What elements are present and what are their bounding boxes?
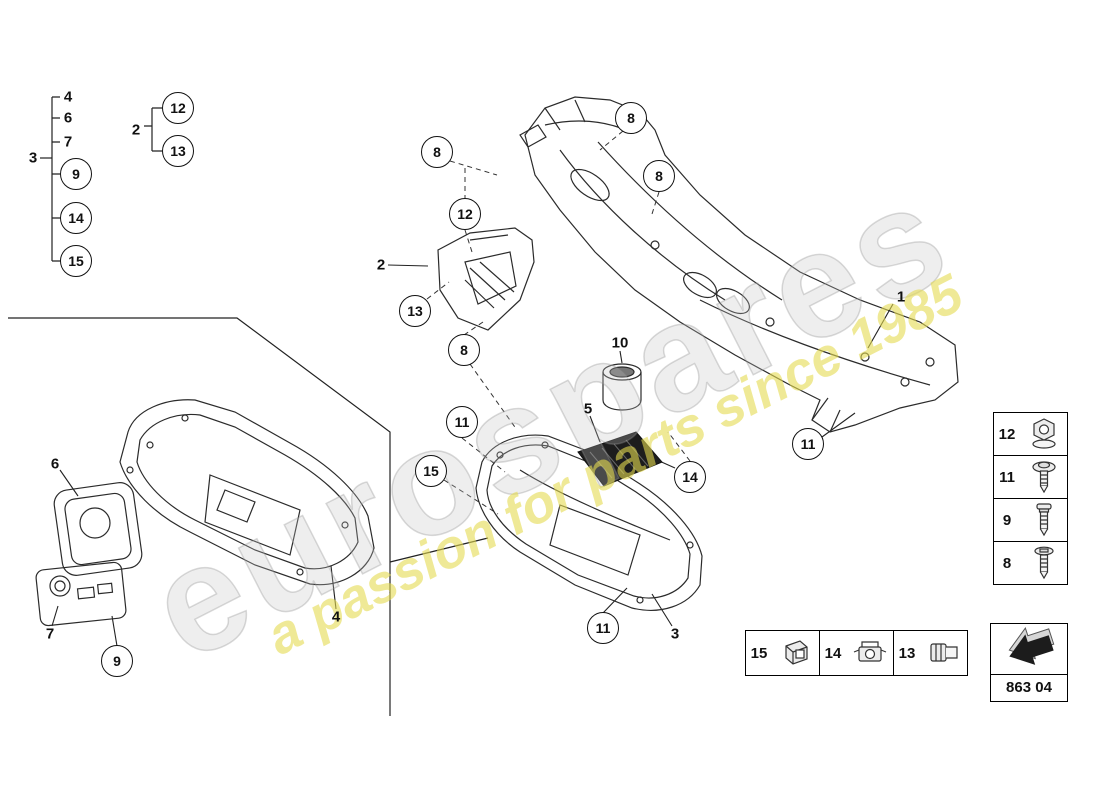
hardware-row-12[interactable]: 12 (994, 413, 1067, 455)
rivet-clip-icon (920, 636, 967, 670)
part-bracket (437, 227, 535, 331)
part-group-box[interactable]: 863 04 (990, 623, 1068, 702)
callout-9: 9 (60, 158, 92, 190)
callout-12: 12 (162, 92, 194, 124)
hardware-row-label: 11 (999, 468, 1015, 486)
part-console-tunnel-lower (475, 434, 703, 611)
fastener-cell-label: 15 (750, 644, 768, 662)
callout-12: 12 (449, 198, 481, 230)
part-switch-panel (35, 561, 127, 627)
callout-13: 13 (162, 135, 194, 167)
nut-icon (1020, 416, 1067, 452)
screw-icon (1020, 544, 1067, 582)
fastener-cell-14[interactable]: 14 (819, 631, 893, 675)
part-number-label-2: 2 (376, 256, 386, 274)
part-number-label-6: 6 (50, 455, 60, 473)
callout-8: 8 (448, 334, 480, 366)
part-number-label-3: 3 (670, 625, 680, 643)
part-number-label-1: 1 (896, 288, 906, 306)
callout-15: 15 (60, 245, 92, 277)
hardware-row-9[interactable]: 9 (994, 498, 1067, 541)
hardware-row-label: 8 (1002, 554, 1012, 572)
part-number-label-7: 7 (45, 625, 55, 643)
cage-nut-icon (846, 636, 893, 670)
part-number-label-4: 4 (331, 608, 341, 626)
part-tunnel-upper (519, 96, 959, 433)
hardware-row-8[interactable]: 8 (994, 541, 1067, 584)
callout-11: 11 (446, 406, 478, 438)
part-number-label-5: 5 (583, 400, 593, 418)
callout-14: 14 (60, 202, 92, 234)
callout-11: 11 (792, 428, 824, 460)
callout-8: 8 (421, 136, 453, 168)
screw-icon (1020, 501, 1067, 539)
callout-8: 8 (643, 160, 675, 192)
part-number-label-7: 7 (63, 133, 73, 151)
part-number-label-2: 2 (131, 121, 141, 139)
fastener-cell-label: 14 (824, 644, 842, 662)
part-rubber-mat (577, 431, 663, 487)
part-ashtray-insert (602, 363, 642, 411)
callout-14: 14 (674, 461, 706, 493)
part-number-label-3: 3 (28, 149, 38, 167)
leader-lines (51, 264, 894, 647)
direction-arrow-icon (991, 624, 1067, 675)
screw-washer-icon (1020, 458, 1067, 496)
part-number-label-10: 10 (611, 334, 629, 352)
hardware-row-label: 9 (1002, 511, 1012, 529)
fastener-cell-label: 13 (898, 644, 916, 662)
hardware-row-11[interactable]: 11 (994, 455, 1067, 498)
clip-icon (772, 636, 819, 670)
fastener-table: 15 14 13 (745, 630, 968, 676)
part-cupholder-bezel (53, 482, 143, 576)
fastener-cell-13[interactable]: 13 (893, 631, 967, 675)
callout-9: 9 (101, 645, 133, 677)
hardware-row-label: 12 (998, 425, 1016, 443)
fastener-cell-15[interactable]: 15 (746, 631, 819, 675)
legend-lines (8, 96, 489, 716)
callout-13: 13 (399, 295, 431, 327)
part-number-label-4: 4 (63, 88, 73, 106)
part-group-code: 863 04 (1006, 679, 1052, 696)
callout-11: 11 (587, 612, 619, 644)
dashed-leader-lines (426, 130, 691, 515)
callout-15: 15 (415, 455, 447, 487)
part-number-label-6: 6 (63, 109, 73, 127)
callout-8: 8 (615, 102, 647, 134)
part-console-trim-left (119, 399, 375, 586)
hardware-table: 12 11 9 (993, 412, 1068, 585)
